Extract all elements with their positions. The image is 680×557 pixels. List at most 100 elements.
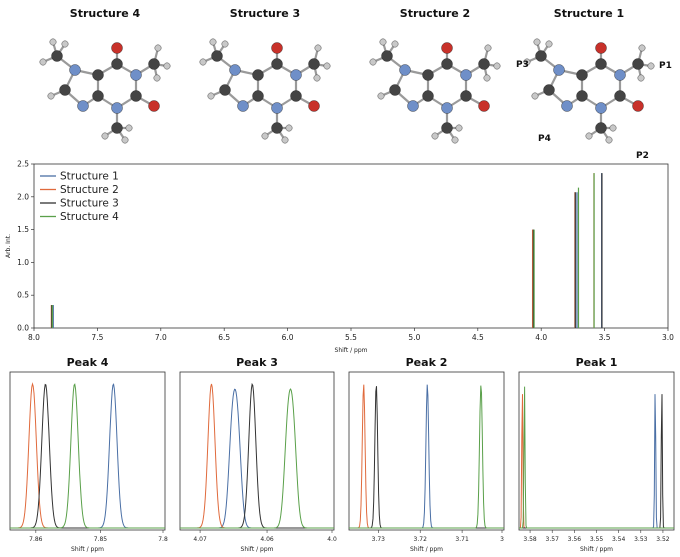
x-tick-label: 3.0: [662, 333, 674, 342]
peak-curve: [10, 383, 165, 529]
peak-curve: [519, 394, 674, 529]
atom-C: [614, 90, 626, 102]
atom-C: [478, 58, 490, 70]
atom-H: [379, 38, 387, 46]
atom-O: [308, 100, 320, 112]
peak-curve: [519, 394, 674, 529]
panel-frame: [518, 371, 675, 531]
x-axis-label: Shift / ppm: [410, 546, 443, 553]
atom-C: [148, 58, 160, 70]
atom-C: [595, 58, 607, 70]
legend-entry: Structure 3: [60, 198, 119, 210]
peak-curve: [519, 386, 674, 529]
peak-curve: [180, 388, 334, 529]
structure-title: Structure 2: [400, 7, 470, 20]
tick-label: 3.57: [546, 536, 560, 543]
atom-C: [381, 50, 393, 62]
tick-label: 4.06: [260, 536, 274, 543]
y-tick-label: 2.5: [17, 160, 29, 169]
x-tick-label: 3.5: [599, 333, 611, 342]
atom-H: [154, 44, 162, 52]
atom-C: [535, 50, 547, 62]
atom-N: [237, 100, 249, 112]
atom-H: [153, 74, 161, 82]
atom-H: [323, 62, 331, 70]
tick-label: 3.72: [414, 536, 428, 543]
x-axis-label: Shift / ppm: [580, 546, 613, 553]
atom-C: [389, 84, 401, 96]
atom-C: [111, 122, 123, 134]
atom-N: [595, 102, 607, 114]
atom-C: [92, 69, 104, 81]
main-plot-frame: [33, 163, 669, 329]
atom-C: [271, 122, 283, 134]
atom-C: [422, 69, 434, 81]
atom-N: [460, 69, 472, 81]
y-tick-label: 1.5: [17, 225, 29, 234]
y-tick-label: 1.0: [17, 258, 29, 267]
atom-H: [647, 62, 655, 70]
tick-label: 3.73: [372, 536, 386, 543]
atom-O: [632, 100, 644, 112]
atom-N: [407, 100, 419, 112]
tick-label: 3.58: [523, 536, 537, 543]
x-axis-label: Shift / ppm: [71, 546, 104, 553]
atom-H: [585, 132, 593, 140]
x-axis-label: Shift / ppm: [241, 546, 274, 553]
tick-label: 4.07: [193, 536, 207, 543]
tick-label: 3.54: [612, 536, 626, 543]
atom-H: [431, 132, 439, 140]
atom-N: [69, 64, 81, 76]
atom-C: [92, 90, 104, 102]
atom-H: [125, 124, 133, 132]
atom-H: [391, 40, 399, 48]
structure-title: Structure 1: [554, 7, 624, 20]
panel-frame: [179, 371, 335, 531]
atom-C: [632, 58, 644, 70]
peak-curve: [519, 394, 674, 529]
atom-C: [576, 69, 588, 81]
atom-H: [221, 40, 229, 48]
structure-1-group: Structure 4: [39, 7, 171, 144]
atom-H: [281, 136, 289, 144]
tick-label: 4.0: [327, 536, 337, 543]
peak-curve: [10, 383, 165, 529]
atom-H: [377, 92, 385, 100]
legend-entry: Structure 2: [60, 184, 119, 196]
tick-label: 7.85: [94, 536, 108, 543]
peak-curve: [180, 382, 334, 529]
x-tick-label: 6.0: [282, 333, 294, 342]
tick-label: 7.86: [29, 536, 43, 543]
atom-H: [314, 44, 322, 52]
tick-label: 3.53: [634, 536, 648, 543]
peak-curve: [10, 383, 165, 529]
atom-C: [290, 90, 302, 102]
atom-C: [51, 50, 63, 62]
legend-entry: Structure 1: [60, 171, 119, 183]
atom-O: [441, 42, 453, 54]
atom-C: [252, 90, 264, 102]
y-tick-label: 0.5: [17, 291, 29, 300]
atom-H: [285, 124, 293, 132]
peak-curve: [180, 383, 334, 529]
panel-title: Peak 3: [236, 356, 278, 369]
panel-frame: [348, 371, 505, 531]
atom-H: [484, 44, 492, 52]
atom-H: [207, 92, 215, 100]
panel-frame: [9, 371, 166, 531]
atom-N: [441, 102, 453, 114]
x-axis-label: Shift / ppm: [335, 347, 368, 354]
structure-title: Structure 3: [230, 7, 300, 20]
atom-O: [478, 100, 490, 112]
atom-H: [637, 74, 645, 82]
tick-label: 3.55: [590, 536, 604, 543]
atom-O: [595, 42, 607, 54]
atom-O: [111, 42, 123, 54]
position-label-p4: P4: [538, 134, 551, 144]
atom-O: [148, 100, 160, 112]
atom-N: [77, 100, 89, 112]
y-axis-label: Arb. Int.: [5, 234, 12, 258]
atom-N: [111, 102, 123, 114]
